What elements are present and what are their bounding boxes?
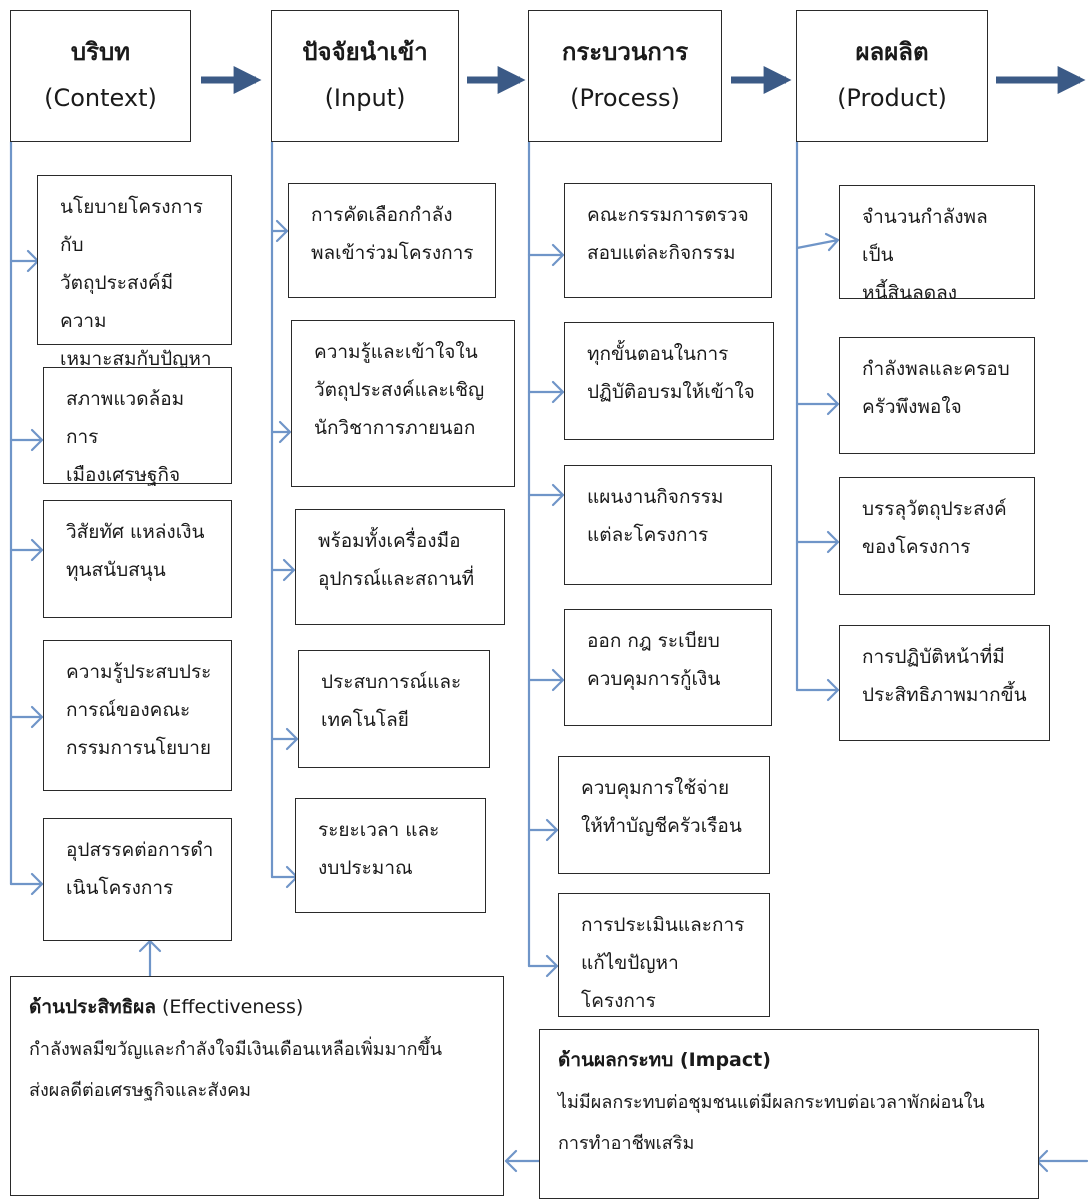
context-arrow-3 — [9, 538, 44, 562]
product-arrow-4 — [795, 678, 840, 702]
process-item: คณะกรรมการตรวจ สอบแต่ละกิจกรรม — [564, 183, 772, 298]
impact-to-effectiveness-arrow — [504, 1149, 546, 1173]
header-input: ปัจจัยนำเข้า (Input) — [271, 10, 459, 142]
header-process: กระบวนการ (Process) — [528, 10, 722, 142]
input-item: ประสบการณ์และ เทคโนโลยี — [298, 650, 490, 768]
context-item: นโยบายโครงการกับ วัตถุประสงค์มีความ เหมา… — [37, 175, 232, 370]
incoming-impact-arrow — [1035, 1149, 1089, 1173]
input-item: พร้อมทั้งเครื่องมือ อุปกรณ์และสถานที่ — [295, 509, 505, 625]
process-arrow-5 — [527, 818, 559, 842]
context-arrow-5 — [9, 872, 44, 896]
impact-box: ด้านผลกระทบ (Impact) ไม่มีผลกระทบต่อชุมช… — [539, 1029, 1039, 1199]
header-context-thai: บริบท — [70, 38, 131, 67]
effectiveness-box: ด้านประสิทธิผล (Effectiveness) กำลังพลมี… — [10, 976, 504, 1196]
process-item: ออก กฎ ระเบียบ ควบคุมการกู้เงิน — [564, 609, 772, 726]
product-item: บรรลุวัตถุประสงค์ ของโครงการ — [839, 477, 1035, 595]
process-item: ควบคุมการใช้จ่าย ให้ทำบัญชีครัวเรือน — [558, 756, 770, 874]
process-arrow-6 — [527, 954, 559, 978]
context-item: อุปสรรคต่อการดำ เนินโครงการ — [43, 818, 232, 941]
header-context: บริบท (Context) — [10, 10, 191, 142]
header-process-thai: กระบวนการ — [561, 38, 689, 67]
context-item: วิสัยทัศ แหล่งเงิน ทุนสนับสนุน — [43, 500, 232, 618]
header-context-english: (Context) — [44, 84, 157, 112]
impact-title-english: (Impact) — [673, 1049, 771, 1071]
input-arrow-1 — [270, 219, 289, 243]
input-arrow-2 — [270, 420, 292, 444]
input-item: ระยะเวลา และ งบประมาณ — [295, 798, 486, 913]
effectiveness-up-arrow — [138, 939, 162, 978]
process-arrow-2 — [527, 380, 565, 404]
header-process-english: (Process) — [570, 84, 680, 112]
product-arrow-1 — [795, 232, 840, 252]
effectiveness-title-english: (Effectiveness) — [155, 996, 304, 1018]
header-input-english: (Input) — [324, 84, 406, 112]
process-item: แผนงานกิจกรรม แต่ละโครงการ — [564, 465, 772, 585]
header-product-english: (Product) — [837, 84, 947, 112]
header-product: ผลผลิต (Product) — [796, 10, 988, 142]
product-item: จำนวนกำลังพลเป็น หนี้สินลดลง — [839, 185, 1035, 304]
impact-title-thai: ด้านผลกระทบ — [558, 1049, 674, 1071]
input-arrow-4 — [270, 727, 299, 751]
input-arrow-3 — [270, 558, 296, 582]
header-product-thai: ผลผลิต — [855, 38, 929, 67]
context-arrow-2 — [9, 428, 44, 452]
context-arrow-4 — [9, 705, 44, 729]
product-arrow-2 — [795, 392, 840, 416]
impact-title: ด้านผลกระทบ (Impact) — [558, 1040, 1022, 1082]
effectiveness-title-thai: ด้านประสิทธิผล — [29, 996, 156, 1018]
process-arrow-4 — [527, 668, 565, 692]
process-arrow-1 — [527, 243, 565, 267]
effectiveness-title: ด้านประสิทธิผล (Effectiveness) — [29, 987, 487, 1029]
input-item: การคัดเลือกกำลัง พลเข้าร่วมโครงการ — [288, 183, 496, 298]
product-item: กำลังพลและครอบ ครัวพึงพอใจ — [839, 337, 1035, 454]
input-item: ความรู้และเข้าใจใน วัตถุประสงค์และเชิญ น… — [291, 320, 515, 487]
context-arrow-1 — [9, 249, 40, 273]
input-arrow-5 — [270, 865, 299, 889]
process-item: การประเมินและการ แก้ไขปัญหาโครงการ — [558, 893, 770, 1017]
product-item: การปฏิบัติหน้าที่มี ประสิทธิภาพมากขึ้น — [839, 625, 1050, 741]
context-item: สภาพแวดล้อมการ เมืองเศรษฐกิจสังคม — [43, 367, 232, 524]
context-item: ความรู้ประสบประ การณ์ของคณะ กรรมการนโยบา… — [43, 640, 232, 791]
process-item: ทุกขั้นตอนในการ ปฏิบัติอบรมให้เข้าใจ — [564, 322, 774, 440]
product-arrow-3 — [795, 530, 840, 554]
process-arrow-3 — [527, 483, 565, 507]
effectiveness-text: กำลังพลมีขวัญและกำลังใจมีเงินเดือนเหลือเ… — [29, 1038, 443, 1102]
header-input-thai: ปัจจัยนำเข้า — [302, 38, 428, 67]
impact-text: ไม่มีผลกระทบต่อชุมชนแต่มีผลกระทบต่อเวลาพ… — [558, 1091, 985, 1155]
